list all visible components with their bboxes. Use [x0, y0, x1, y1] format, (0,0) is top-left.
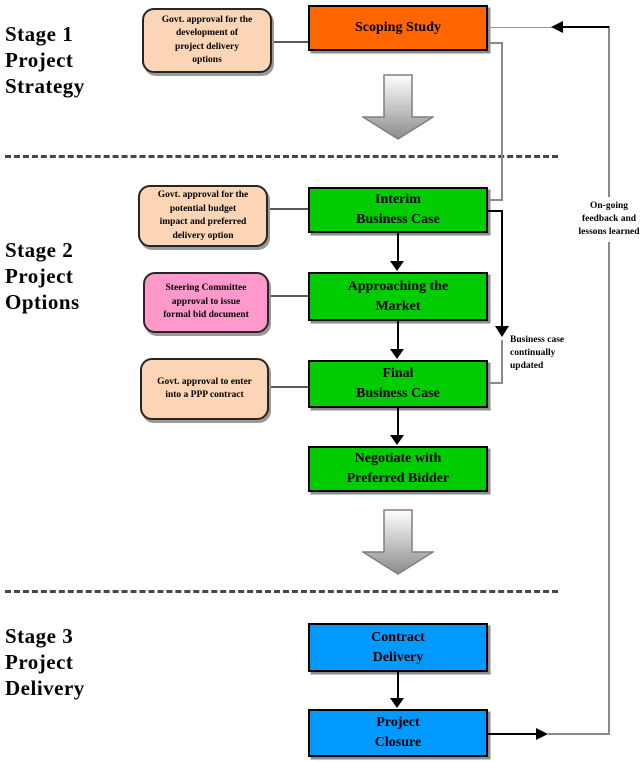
note-line: feedback and [581, 214, 637, 224]
callout-text-line: development of [175, 28, 238, 38]
process-box-label: Closure [374, 735, 422, 750]
flow-arrow-interim-to-market [390, 233, 405, 271]
callout-text-line: Govt. approval for the [161, 14, 253, 25]
arrowhead-down-icon [390, 698, 404, 708]
callout-text-line: Govt. approval to enter [157, 376, 252, 387]
process-box-label: Contract [371, 629, 425, 645]
process-box-label: Market [375, 298, 421, 314]
callout-govt-approval-development: Govt. approval for the development of pr… [142, 8, 272, 73]
feedback-loop-bottom [488, 733, 536, 735]
stage-1-label: Stage 1 Project Strategy [5, 21, 85, 99]
process-box-interim-business-case: Interim Business Case [308, 187, 488, 233]
stage-3-line: Delivery [5, 676, 85, 700]
feedback-loop-top [560, 26, 609, 28]
stage-3-label: Stage 3 Project Delivery [5, 623, 85, 701]
callout-text-line: project delivery [175, 41, 239, 52]
process-box-label: Interim [375, 192, 421, 207]
stage-divider-1 [5, 155, 558, 158]
path-scoping-to-interim [501, 42, 503, 200]
callout-text-line: delivery option [172, 230, 234, 241]
arrowhead-down-icon [390, 435, 404, 445]
stage-2-line: Stage 2 [5, 238, 74, 262]
callout-govt-approval-budget: Govt. approval for the potential budget … [138, 185, 268, 247]
big-down-arrow-stage1 [362, 74, 434, 140]
stage-2-line: Project [5, 264, 74, 288]
feedback-loop-vertical [608, 26, 610, 735]
note-line: Business case [510, 335, 565, 345]
path-to-final [501, 340, 503, 384]
stage-1-line: Project [5, 48, 74, 72]
process-box-label: Delivery [372, 649, 424, 665]
stage-1-line: Strategy [5, 74, 85, 98]
callout-text-line: Govt. approval for the [157, 190, 249, 200]
stage-3-line: Stage 3 [5, 624, 74, 648]
process-box-label: Project [376, 715, 420, 730]
process-box-label: Scoping Study [355, 20, 441, 35]
callout-govt-approval-ppp: Govt. approval to enter into a PPP contr… [140, 358, 269, 420]
callout-text-line: impact and preferred [159, 217, 247, 227]
callout-text-line: approval to issue [171, 296, 241, 307]
flow-arrow-market-to-final [390, 321, 405, 359]
stage-3-line: Project [5, 650, 74, 674]
path-interim-entry [488, 199, 503, 201]
process-box-contract-delivery: Contract Delivery [308, 623, 488, 672]
process-box-scoping-study: Scoping Study [308, 5, 488, 51]
callout-text-line: options [192, 55, 222, 65]
process-box-label: Approaching the [347, 278, 449, 294]
process-box-label: Final [382, 366, 414, 381]
connector-callout-development [271, 41, 308, 43]
process-box-negotiate-preferred-bidder: Negotiate with Preferred Bidder [308, 446, 488, 492]
callout-text-line: Steering Committee [165, 283, 247, 294]
callout-steering-committee: Steering Committee approval to issue for… [143, 272, 269, 333]
stage-divider-2 [5, 590, 558, 593]
connector-callout-steering [268, 295, 308, 297]
stage-1-line: Stage 1 [5, 22, 74, 46]
big-down-arrow-stage2 [362, 509, 434, 575]
ongoing-feedback-note: On-going feedback and lessons learned [574, 197, 644, 242]
arrowhead-down-icon [495, 326, 509, 337]
callout-text-line: into a PPP contract [165, 390, 244, 400]
path-interim-exit [488, 210, 503, 212]
note-line: updated [510, 361, 544, 371]
arrowhead-down-icon [390, 349, 404, 359]
arrowhead-right-icon [536, 728, 548, 740]
callout-text-line: formal bid document [163, 310, 249, 321]
process-box-label: Business Case [356, 386, 440, 401]
process-box-label: Negotiate with [354, 451, 442, 466]
connector-callout-ppp [268, 386, 308, 388]
process-box-label: Preferred Bidder [346, 471, 450, 486]
process-box-approaching-the-market: Approaching the Market [308, 272, 488, 321]
flow-arrow-final-to-negotiate [390, 408, 405, 445]
process-box-label: Business Case [356, 212, 440, 227]
callout-text-line: potential budget [169, 203, 237, 214]
stage-2-label: Stage 2 Project Options [5, 237, 80, 315]
path-scoping-exit [488, 42, 503, 44]
process-box-final-business-case: Final Business Case [308, 360, 488, 408]
arrowhead-left-icon [551, 21, 563, 33]
path-final-entry [488, 382, 503, 384]
stage-2-line: Options [5, 290, 80, 314]
arrowhead-down-icon [390, 261, 404, 271]
note-line: lessons learned [578, 227, 640, 237]
note-line: continually [510, 348, 556, 358]
feedback-loop-top-thin [488, 27, 553, 28]
note-line: On-going [589, 201, 628, 211]
path-update-line [501, 210, 503, 327]
process-box-project-closure: Project Closure [308, 709, 488, 757]
flow-arrow-contract-to-closure [390, 672, 405, 708]
feedback-loop-bottom-gray [548, 733, 610, 735]
business-case-note: Business case continually updated [510, 334, 574, 373]
connector-callout-budget [267, 208, 308, 210]
